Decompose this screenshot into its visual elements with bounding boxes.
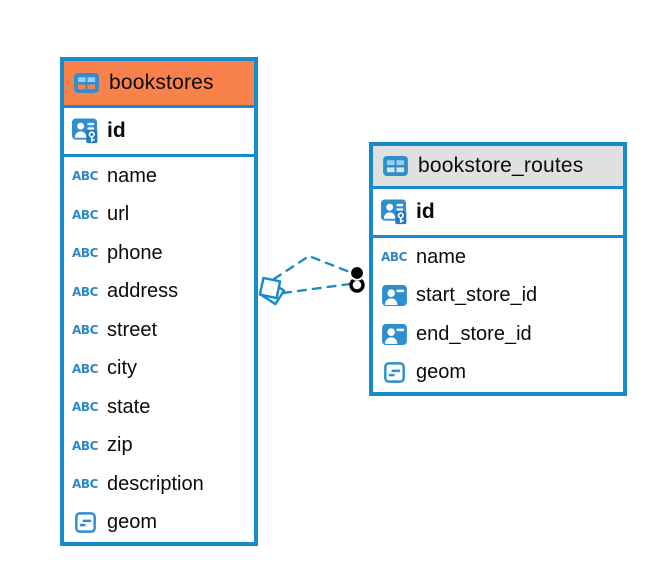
table-bookstore-routes[interactable]: bookstore_routes id ABC name	[369, 142, 627, 396]
table-name: bookstore_routes	[418, 154, 584, 177]
table-icon	[381, 156, 409, 176]
column-row-start-store-id[interactable]: start_store_id	[373, 276, 623, 315]
reference-column-icon	[380, 285, 408, 307]
column-row-geom[interactable]: geom	[64, 503, 254, 542]
text-column-icon: ABC	[71, 323, 99, 338]
diamond-link-marker[interactable]	[258, 276, 286, 306]
column-row-address[interactable]: ABC address	[64, 272, 254, 311]
column-row-city[interactable]: ABC city	[64, 349, 254, 388]
relationship-line[interactable]	[281, 282, 352, 295]
text-column-icon: ABC	[71, 477, 99, 492]
column-name: zip	[107, 434, 133, 457]
table-header[interactable]: bookstore_routes	[373, 146, 623, 189]
reference-column-icon	[380, 323, 408, 345]
dot-link-marker[interactable]	[349, 265, 365, 293]
text-column-icon: ABC	[380, 250, 408, 265]
table-header[interactable]: bookstores	[64, 61, 254, 108]
primary-key-icon	[380, 199, 408, 225]
column-name: name	[416, 245, 467, 268]
column-row-id[interactable]: id	[373, 189, 623, 238]
text-column-icon: ABC	[71, 361, 99, 376]
column-name: id	[416, 200, 435, 223]
column-row-name[interactable]: ABC name	[64, 157, 254, 196]
column-name: phone	[107, 241, 163, 264]
column-row-street[interactable]: ABC street	[64, 311, 254, 350]
primary-key-icon	[71, 118, 99, 144]
column-name: geom	[107, 511, 158, 534]
column-name: id	[107, 119, 126, 142]
column-name: city	[107, 357, 137, 380]
column-name: url	[107, 203, 130, 226]
column-name: geom	[416, 361, 467, 384]
text-column-icon: ABC	[71, 284, 99, 299]
geometry-column-icon	[71, 512, 99, 534]
geometry-column-icon	[380, 362, 408, 384]
text-column-icon: ABC	[71, 246, 99, 261]
column-row-state[interactable]: ABC state	[64, 388, 254, 427]
column-name: start_store_id	[416, 284, 538, 307]
table-bookstores[interactable]: bookstores id ABC name	[60, 57, 258, 546]
text-column-icon: ABC	[71, 169, 99, 184]
table-name: bookstores	[109, 71, 214, 94]
column-name: description	[107, 472, 204, 495]
column-row-name[interactable]: ABC name	[373, 238, 623, 277]
text-column-icon: ABC	[71, 438, 99, 453]
column-row-geom[interactable]: geom	[373, 353, 623, 392]
column-row-id[interactable]: id	[64, 108, 254, 157]
relationship-line[interactable]	[272, 254, 354, 281]
column-name: end_store_id	[416, 322, 532, 345]
text-column-icon: ABC	[71, 207, 99, 222]
column-name: state	[107, 395, 151, 418]
column-name: name	[107, 164, 158, 187]
table-icon	[72, 73, 100, 93]
column-name: address	[107, 280, 179, 303]
column-row-description[interactable]: ABC description	[64, 465, 254, 504]
column-row-zip[interactable]: ABC zip	[64, 426, 254, 465]
column-name: street	[107, 318, 158, 341]
text-column-icon: ABC	[71, 400, 99, 415]
column-row-phone[interactable]: ABC phone	[64, 234, 254, 273]
column-row-url[interactable]: ABC url	[64, 195, 254, 234]
column-row-end-store-id[interactable]: end_store_id	[373, 315, 623, 354]
